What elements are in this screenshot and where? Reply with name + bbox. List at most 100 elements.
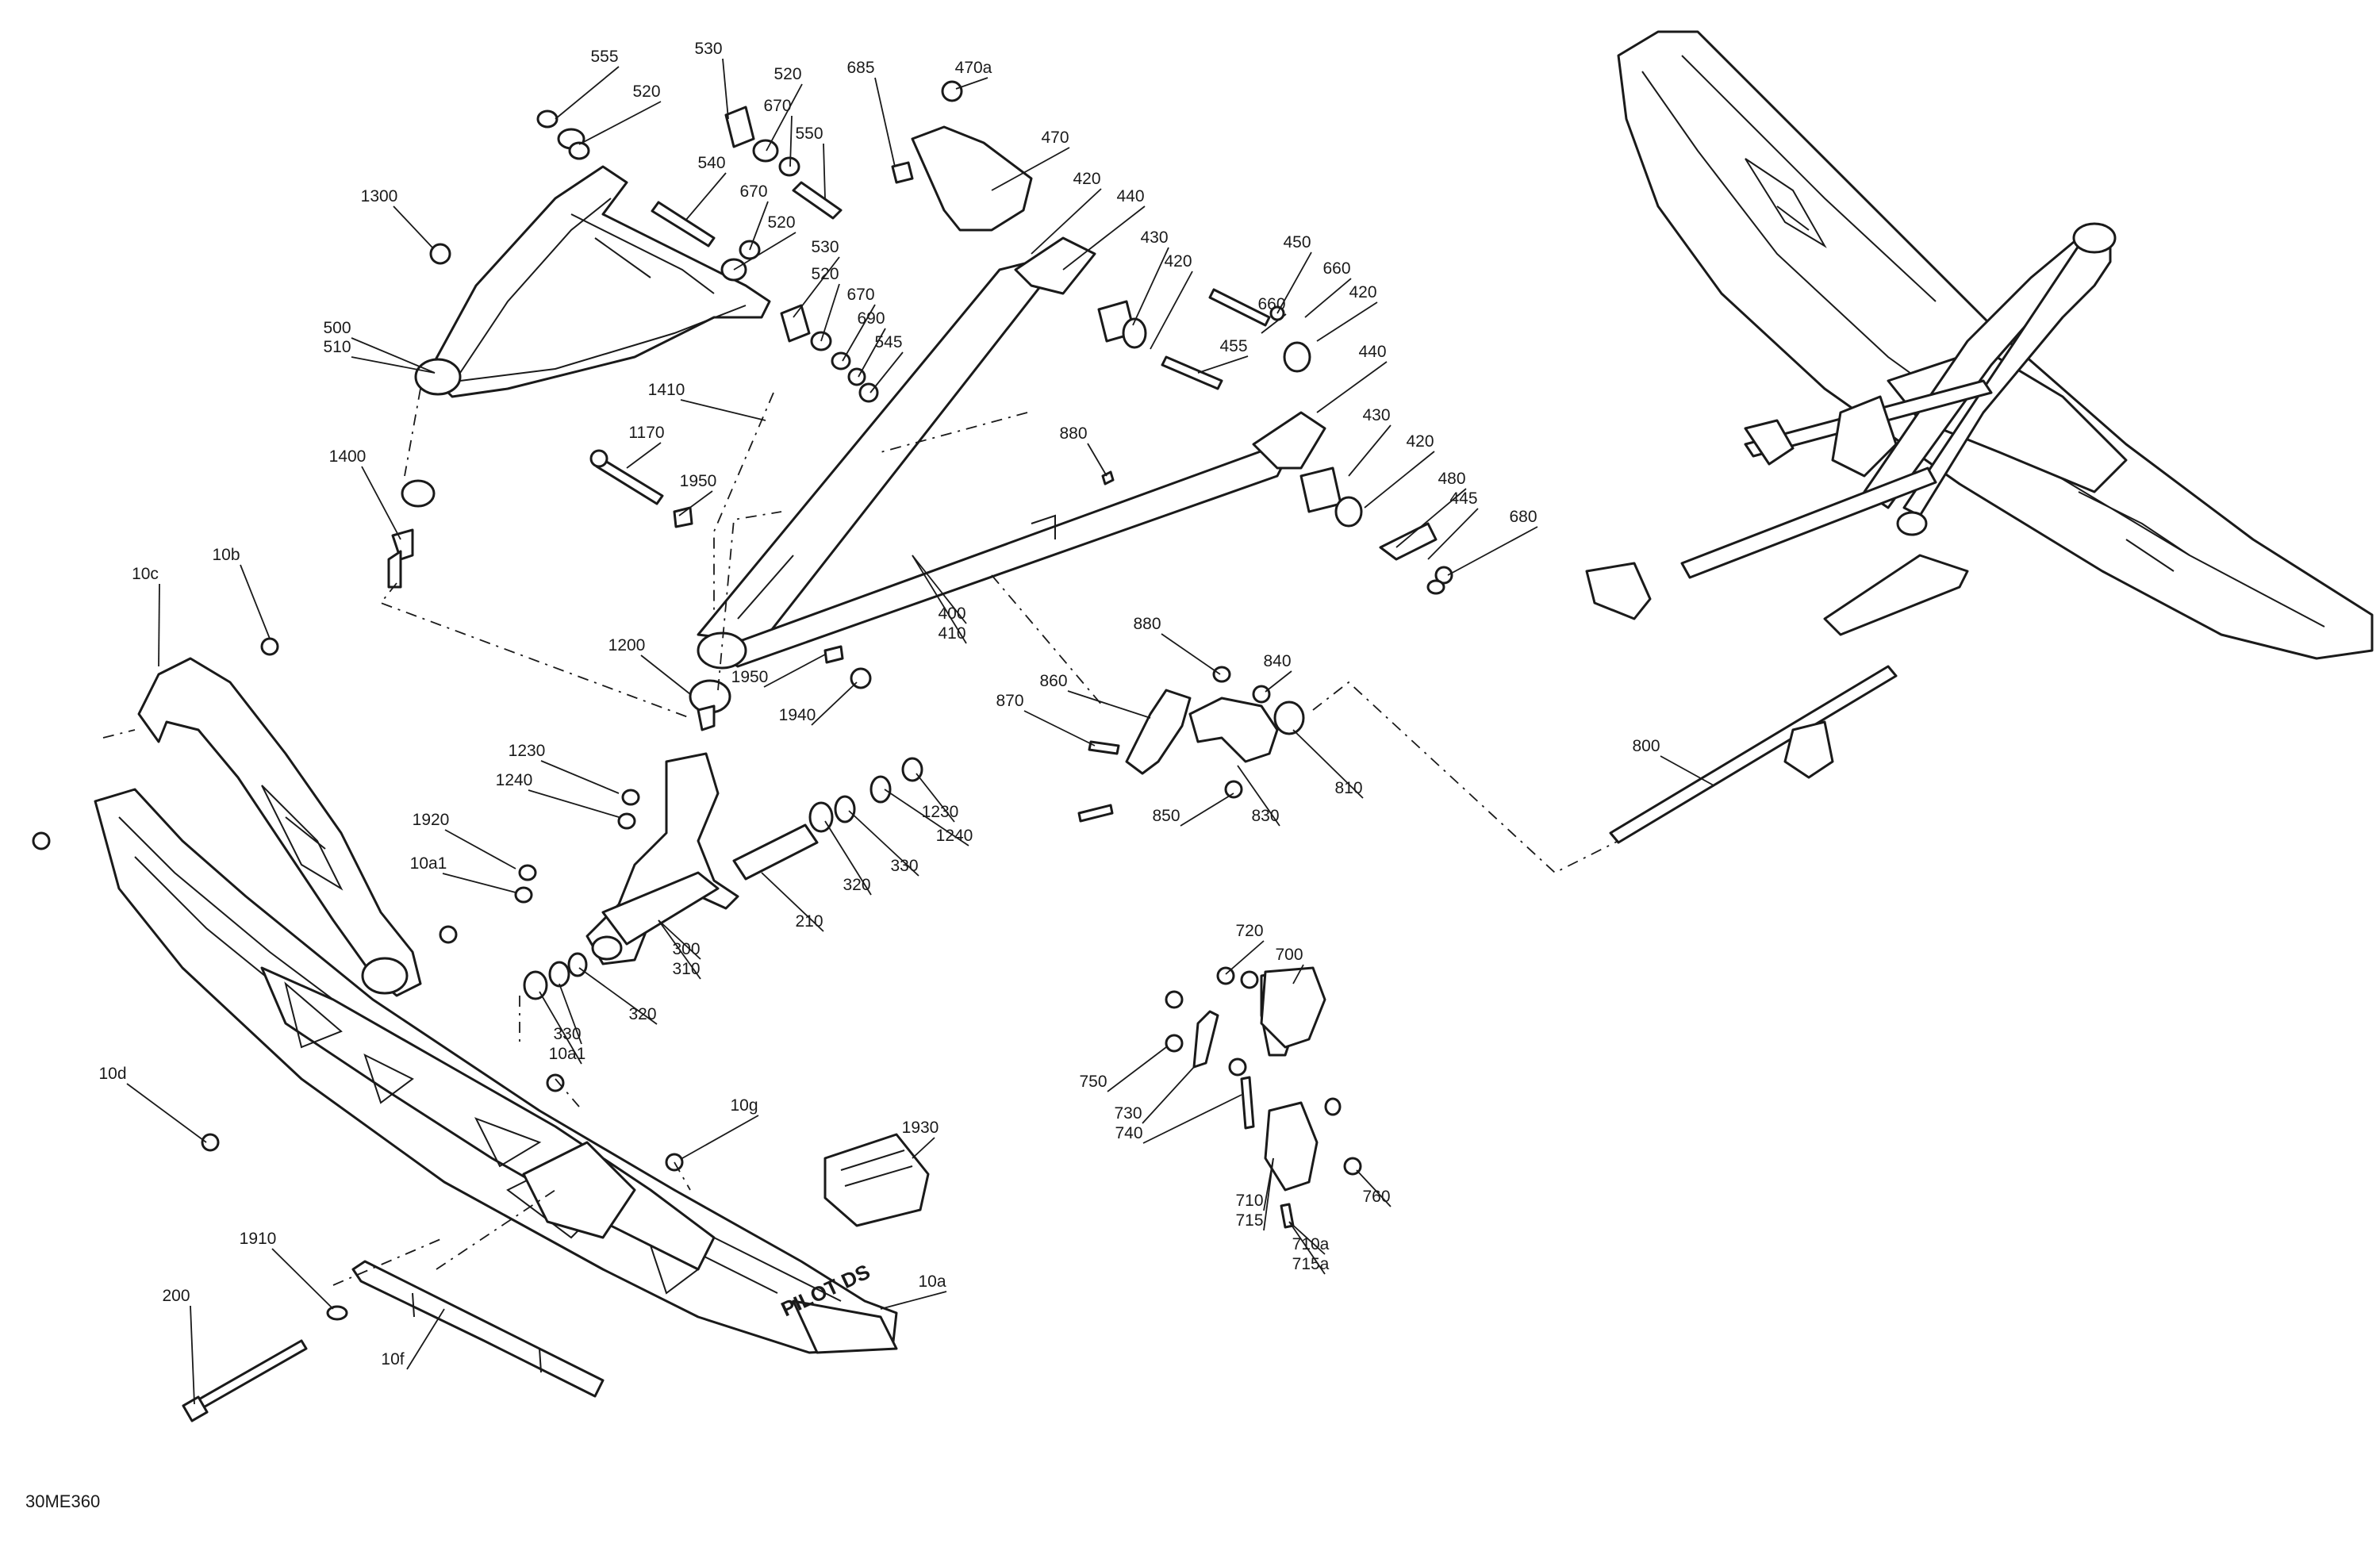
sensor-700 bbox=[1165, 966, 1362, 1229]
callout-label: 10c bbox=[132, 565, 159, 583]
callout-label: 545 bbox=[874, 333, 902, 351]
callout-label: 410 bbox=[938, 624, 965, 643]
callout-leader bbox=[351, 337, 436, 374]
callout-leader bbox=[789, 115, 793, 167]
callout-leader bbox=[766, 83, 803, 152]
callout-label: 430 bbox=[1362, 406, 1390, 424]
callout-label: 800 bbox=[1632, 737, 1660, 755]
callout-label: 480 bbox=[1438, 470, 1465, 488]
callout-label: 520 bbox=[632, 83, 660, 101]
callout-leader bbox=[858, 328, 886, 378]
callout-label: 810 bbox=[1334, 779, 1362, 797]
callout-leader bbox=[1161, 633, 1221, 675]
callout-leader bbox=[1023, 710, 1096, 747]
callout-label: 10a1 bbox=[410, 854, 447, 873]
callout-label: 530 bbox=[811, 238, 839, 256]
callout-label: 330 bbox=[890, 857, 918, 875]
callout-label: 10a bbox=[918, 1272, 946, 1291]
callout-label: 10d bbox=[98, 1065, 126, 1083]
callout-leader bbox=[955, 77, 988, 90]
callout-label: 420 bbox=[1406, 432, 1434, 451]
callout-leader bbox=[528, 789, 620, 818]
callout-label: 880 bbox=[1059, 424, 1087, 443]
callout-label: 700 bbox=[1275, 946, 1303, 964]
callout-leader bbox=[869, 351, 904, 393]
ball-joint-1400 bbox=[387, 479, 436, 589]
callout-label: 300 bbox=[672, 940, 700, 958]
callout-label: 200 bbox=[162, 1287, 190, 1305]
callout-leader bbox=[393, 205, 433, 248]
bolt-200 bbox=[182, 1339, 308, 1422]
callout-label: 420 bbox=[1349, 283, 1376, 301]
callout-leader bbox=[1304, 278, 1352, 318]
callout-leader bbox=[680, 399, 766, 421]
callout-label: 720 bbox=[1235, 922, 1263, 940]
callout-label: 870 bbox=[996, 692, 1023, 710]
callout-label: 1230 bbox=[509, 742, 546, 760]
callout-leader bbox=[685, 172, 727, 221]
callout-label: 1170 bbox=[628, 424, 664, 442]
callout-leader bbox=[559, 983, 582, 1045]
callout-label: 660 bbox=[1257, 295, 1285, 313]
callout-leader bbox=[848, 810, 919, 877]
callout-leader bbox=[1087, 443, 1107, 477]
callout-label: 430 bbox=[1140, 228, 1168, 247]
callout-leader bbox=[1316, 301, 1378, 342]
callout-label: 1400 bbox=[329, 447, 367, 466]
callout-leader bbox=[820, 283, 840, 342]
callout-label: 710 bbox=[1235, 1192, 1263, 1210]
callout-leader bbox=[733, 232, 797, 271]
callout-leader bbox=[658, 919, 701, 960]
callout-leader bbox=[1348, 424, 1392, 477]
callout-label: 310 bbox=[672, 960, 700, 978]
callout-leader bbox=[626, 442, 662, 469]
reference-code: 30ME360 bbox=[25, 1491, 100, 1511]
callout-label: 685 bbox=[846, 59, 874, 77]
callout-leader bbox=[991, 147, 1070, 191]
callout-leader bbox=[406, 1308, 445, 1370]
callout-leader bbox=[793, 256, 840, 318]
callout-label: 520 bbox=[811, 265, 839, 283]
callout-label: 420 bbox=[1073, 170, 1100, 188]
callout-leader bbox=[658, 919, 701, 980]
callout-leader bbox=[678, 490, 713, 516]
callout-leader bbox=[824, 820, 872, 896]
callout-leader bbox=[1261, 313, 1287, 334]
callout-leader bbox=[1364, 451, 1435, 509]
callout-leader bbox=[1316, 361, 1388, 413]
callout-leader bbox=[1142, 1066, 1195, 1124]
callout-leader bbox=[1265, 670, 1292, 693]
callout-leader bbox=[640, 654, 691, 695]
block-1930 bbox=[823, 1133, 930, 1227]
callout-leader bbox=[1132, 247, 1169, 326]
callout-label: 330 bbox=[553, 1025, 581, 1043]
callout-label: 320 bbox=[843, 876, 870, 894]
ski-handle-10c bbox=[137, 657, 422, 997]
callout-leader bbox=[1067, 690, 1151, 719]
callout-label: 500 bbox=[323, 319, 351, 337]
callout-label: 760 bbox=[1362, 1188, 1390, 1206]
callout-leader bbox=[1107, 1046, 1167, 1092]
callout-leader bbox=[1062, 205, 1146, 271]
callout-leader bbox=[1197, 355, 1249, 374]
callout-label: 660 bbox=[1322, 259, 1350, 278]
overview-frame bbox=[1585, 222, 2117, 844]
callout-label: 540 bbox=[697, 154, 725, 172]
callout-label: 10g bbox=[730, 1096, 758, 1115]
callout-leader bbox=[1660, 755, 1714, 786]
callout-label: 450 bbox=[1283, 233, 1311, 251]
callout-leader bbox=[555, 66, 620, 120]
callout-label: 420 bbox=[1164, 252, 1192, 271]
ski-10a: PILOT DS bbox=[94, 788, 898, 1354]
callout-leader bbox=[351, 356, 436, 374]
spindle-washers bbox=[514, 757, 923, 1000]
callout-label: 1240 bbox=[936, 827, 973, 845]
callout-label: 1940 bbox=[779, 706, 816, 724]
callout-label: 715 bbox=[1235, 1211, 1263, 1230]
callout-label: 455 bbox=[1219, 337, 1247, 355]
callout-label: 840 bbox=[1263, 652, 1291, 670]
callout-label: 210 bbox=[795, 912, 823, 931]
callout-leader bbox=[1292, 729, 1364, 799]
callout-leader bbox=[578, 101, 662, 145]
